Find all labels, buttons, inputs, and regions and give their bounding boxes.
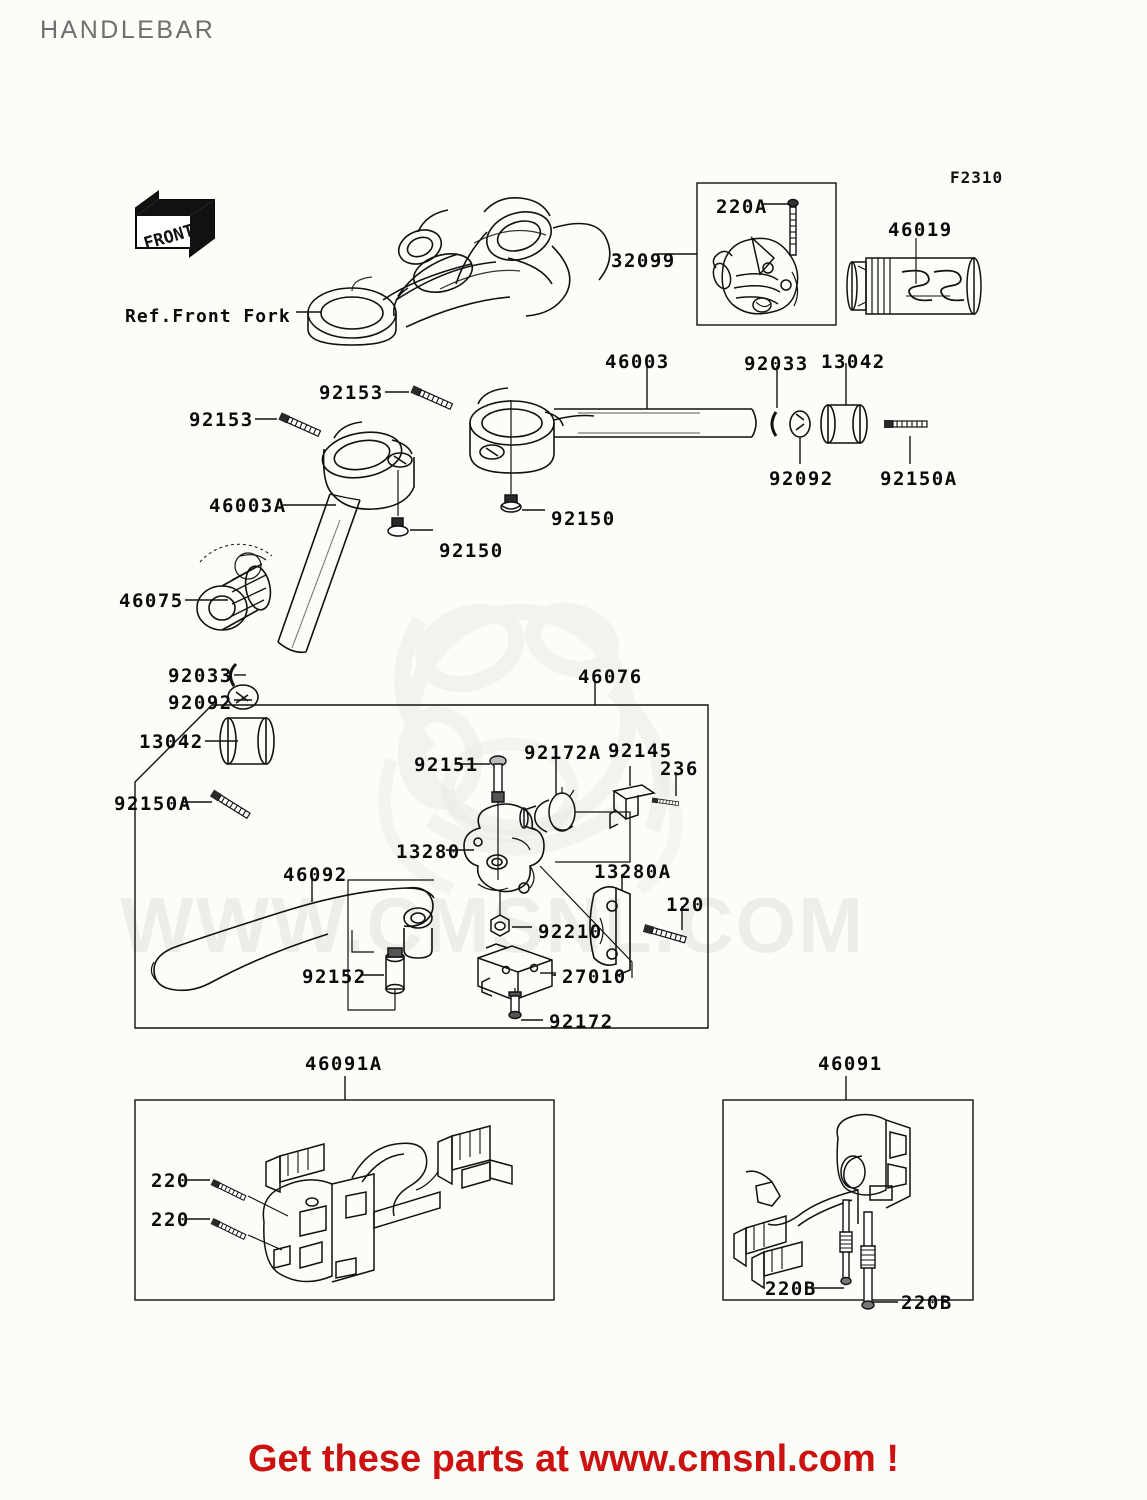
part-label-92172A: 92172A <box>524 742 602 764</box>
part-label-220A: 220A <box>716 196 768 218</box>
part-label-92150A-right: 92150A <box>880 468 958 490</box>
part-label-46003A: 46003A <box>209 495 287 517</box>
part-label-220-second: 220 <box>151 1209 190 1231</box>
part-label-13280: 13280 <box>396 841 461 863</box>
part-label-92092-left: 92092 <box>168 692 233 714</box>
part-label-220-first: 220 <box>151 1170 190 1192</box>
part-label-92033-right: 92033 <box>744 353 809 375</box>
part-label-220B-first: 220B <box>765 1278 817 1300</box>
part-label-13280A: 13280A <box>594 861 672 883</box>
part-label-92153-upper: 92153 <box>319 382 384 404</box>
part-label-46076: 46076 <box>578 666 643 688</box>
part-label-92033-left: 92033 <box>168 665 233 687</box>
part-label-120: 120 <box>666 894 705 916</box>
page-title: HANDLEBAR <box>40 16 216 44</box>
part-label-92151: 92151 <box>414 754 479 776</box>
part-label-13042-left: 13042 <box>139 731 204 753</box>
part-label-92150-left: 92150 <box>439 540 504 562</box>
part-label-46019: 46019 <box>888 219 953 241</box>
front-direction-marker: FRONT <box>128 186 218 276</box>
part-label-92092-right: 92092 <box>769 468 834 490</box>
ref-front-fork-label: Ref.Front Fork <box>125 306 291 327</box>
part-label-92210: 92210 <box>538 921 603 943</box>
part-label-92150A-left: 92150A <box>114 793 192 815</box>
part-label-32099: 32099 <box>611 250 676 272</box>
part-label-92152: 92152 <box>302 966 367 988</box>
part-label-46092: 46092 <box>283 864 348 886</box>
part-label-92150-right: 92150 <box>551 508 616 530</box>
part-label-92145: 92145 <box>608 740 673 762</box>
part-label-46075: 46075 <box>119 590 184 612</box>
part-label-46091: 46091 <box>818 1053 883 1075</box>
part-label-92153-lower: 92153 <box>189 409 254 431</box>
cmsnl-footer-link[interactable]: Get these parts at www.cmsnl.com ! <box>247 1438 900 1480</box>
part-label-220B-second: 220B <box>901 1292 953 1314</box>
part-label-46091A: 46091A <box>305 1053 383 1075</box>
part-label-27010: 27010 <box>562 966 627 988</box>
part-label-46003: 46003 <box>605 351 670 373</box>
part-label-13042-right: 13042 <box>821 351 886 373</box>
part-label-92172: 92172 <box>549 1011 614 1033</box>
figure-reference: F2310 <box>950 168 1004 187</box>
part-label-236: 236 <box>660 758 699 780</box>
